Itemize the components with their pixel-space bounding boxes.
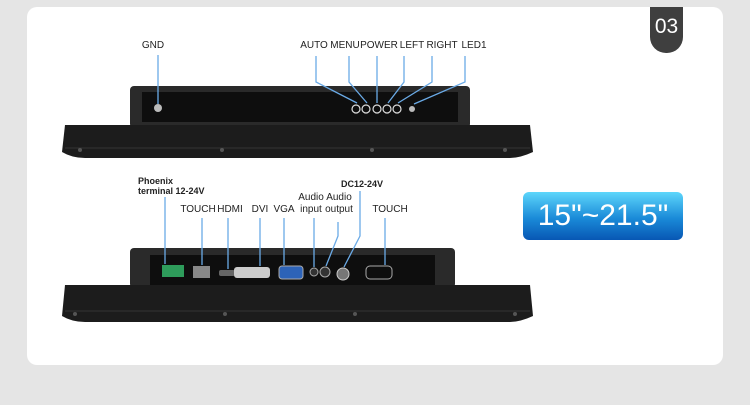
label-touch-rj45: TOUCH <box>180 204 216 215</box>
hdmi-port-icon <box>219 270 235 276</box>
audio-output-icon <box>319 266 331 278</box>
label-right: RIGHT <box>426 40 458 51</box>
top-device <box>62 86 533 158</box>
label-phoenix-terminal: Phoenix terminal 12-24V <box>138 176 205 196</box>
touch-serial-icon <box>365 265 393 280</box>
led-icon <box>409 106 415 112</box>
label-auto: AUTO <box>300 40 328 51</box>
label-audio-input: Audio input <box>298 192 324 216</box>
button-row <box>351 104 402 114</box>
label-vga: VGA <box>273 204 295 215</box>
rj45-touch-icon <box>193 266 210 278</box>
section-number-badge: 03 <box>650 7 683 53</box>
label-left: LEFT <box>399 40 425 51</box>
leader-lines <box>157 55 466 269</box>
audio-input-icon <box>309 267 319 277</box>
audio-output-line-2: output <box>325 204 353 215</box>
label-dc: DC12-24V <box>340 179 384 189</box>
dvi-port-icon <box>234 267 270 278</box>
label-menu: MENU <box>330 40 360 51</box>
label-audio-output: Audio output <box>325 192 353 216</box>
phoenix-line-1: Phoenix <box>138 176 174 186</box>
label-power: POWER <box>360 40 398 51</box>
vga-port-icon <box>278 265 304 280</box>
label-led1: LED1 <box>461 40 487 51</box>
audio-input-line-2: input <box>300 204 322 215</box>
dc-jack-icon <box>336 267 350 281</box>
gnd-screw-icon <box>154 104 162 112</box>
audio-output-line-1: Audio <box>326 192 352 203</box>
label-hdmi: HDMI <box>217 204 243 215</box>
label-gnd: GND <box>141 40 165 51</box>
screen-size-badge: 15"~21.5" <box>523 192 683 240</box>
phoenix-terminal-icon <box>162 265 184 277</box>
label-dvi: DVI <box>251 204 269 215</box>
audio-input-line-1: Audio <box>298 192 324 203</box>
bottom-device <box>62 248 533 322</box>
phoenix-line-2: terminal 12-24V <box>138 186 205 196</box>
label-touch-serial: TOUCH <box>372 204 408 215</box>
